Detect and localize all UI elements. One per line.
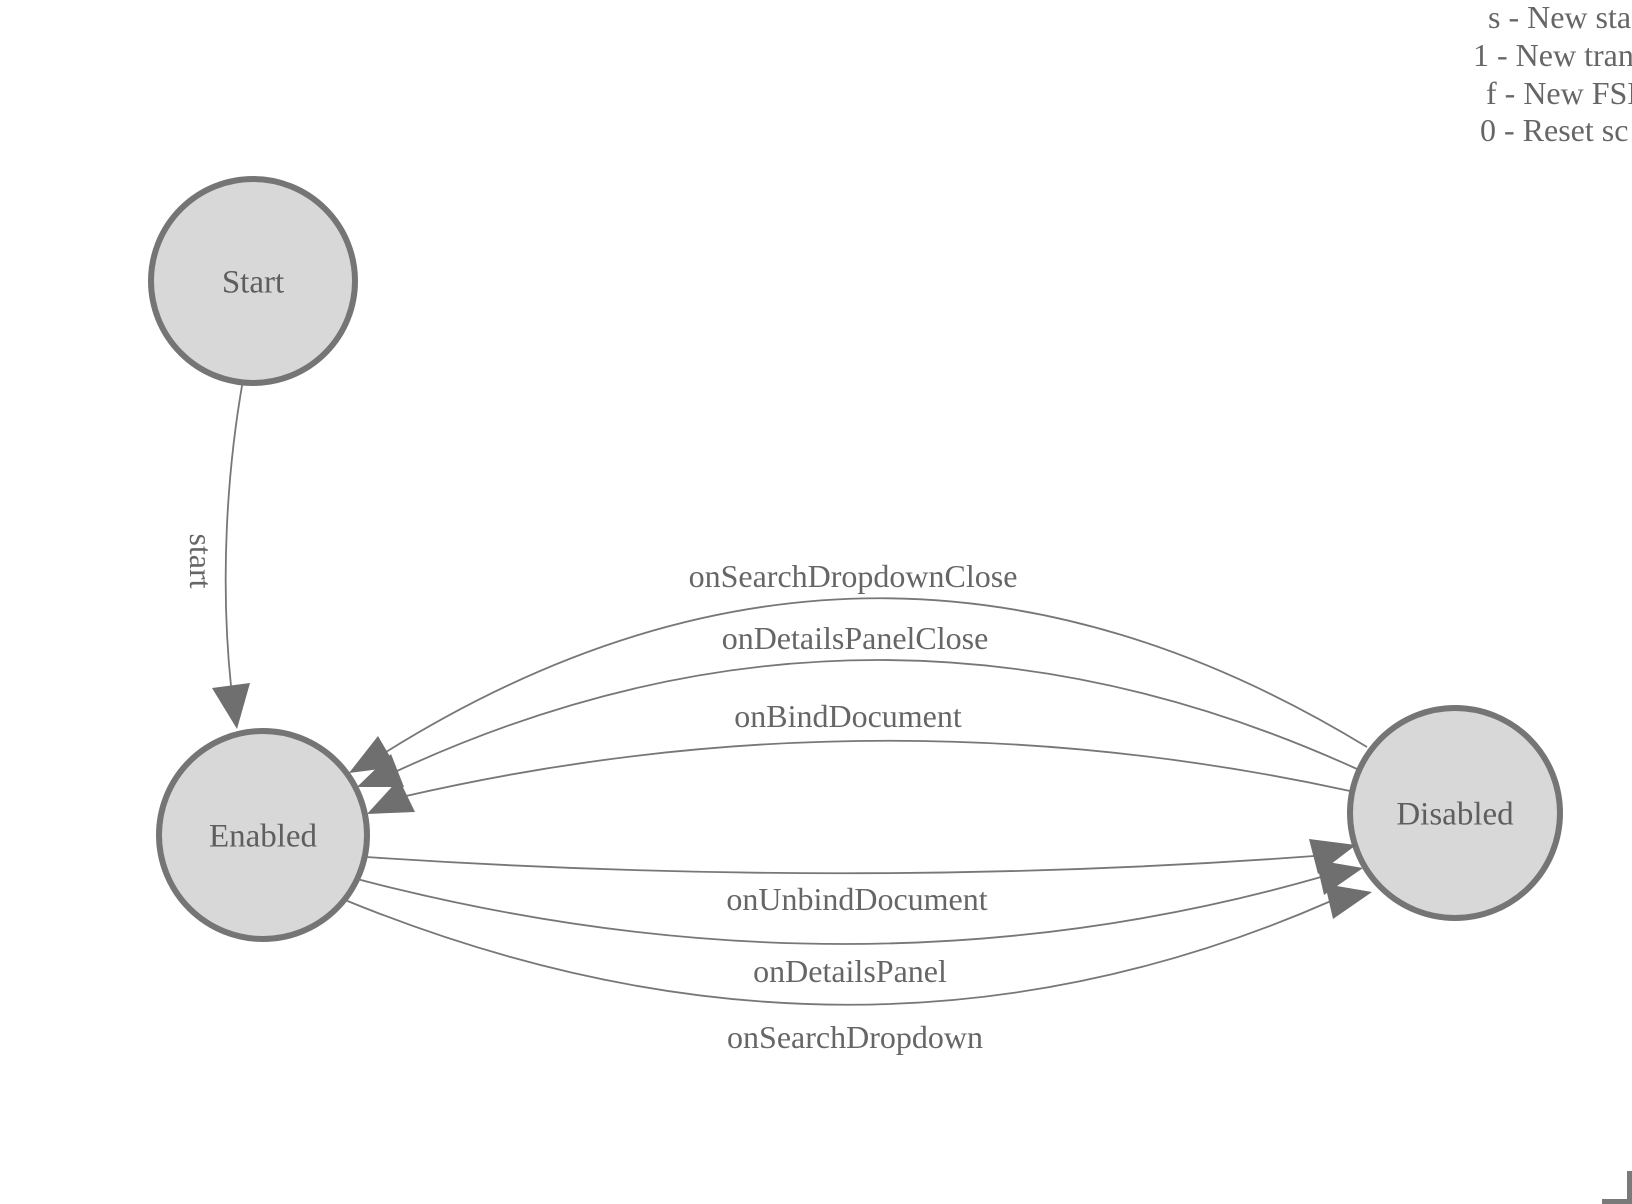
arrowhead-icon bbox=[1325, 884, 1372, 919]
transition-onSearchDropdown[interactable]: onSearchDropdown bbox=[344, 884, 1372, 1055]
transition-edge-onDetailsPanelClose[interactable] bbox=[396, 659, 1358, 772]
corner-widget bbox=[1602, 1171, 1632, 1204]
transition-label-onDetailsPanel[interactable]: onDetailsPanel bbox=[753, 953, 947, 989]
transition-label-start[interactable]: start bbox=[183, 533, 219, 588]
legend-line-reset: 0 - Reset sc bbox=[1480, 112, 1628, 148]
state-circle-enabled[interactable] bbox=[156, 728, 370, 942]
transition-label-onSearchDropdownClose[interactable]: onSearchDropdownClose bbox=[689, 558, 1018, 594]
state-label-enabled: Enabled bbox=[209, 819, 318, 855]
transition-edge-onSearchDropdown[interactable] bbox=[344, 899, 1332, 1006]
arrowhead-icon bbox=[367, 779, 415, 814]
transition-edge-onDetailsPanel[interactable] bbox=[356, 876, 1322, 945]
legend-line-new-fsm: f - New FSM bbox=[1486, 75, 1632, 111]
corner-widget-vertical-edge bbox=[1627, 1171, 1632, 1204]
state-node-disabled[interactable]: Disabled bbox=[1347, 705, 1563, 921]
transition-onDetailsPanelClose[interactable]: onDetailsPanelClose bbox=[357, 620, 1358, 787]
transition-onSearchDropdownClose[interactable]: onSearchDropdownClose bbox=[349, 558, 1368, 773]
transition-edge-start[interactable] bbox=[224, 379, 244, 687]
transition-edge-onSearchDropdownClose[interactable] bbox=[385, 597, 1368, 753]
corner-widget-horizontal-edge bbox=[1602, 1199, 1632, 1204]
state-circle-start[interactable] bbox=[148, 176, 358, 386]
transition-label-onDetailsPanelClose[interactable]: onDetailsPanelClose bbox=[722, 620, 989, 656]
state-node-enabled[interactable]: Enabled bbox=[156, 728, 370, 942]
legend-line-new-transition: 1 - New tran bbox=[1473, 37, 1632, 73]
state-circle-disabled[interactable] bbox=[1347, 705, 1563, 921]
transition-edge-onBindDocument[interactable] bbox=[405, 739, 1351, 797]
arrowhead-icon bbox=[357, 754, 404, 787]
transition-onDetailsPanel[interactable]: onDetailsPanel bbox=[356, 860, 1363, 989]
transition-edge-onUnbindDocument[interactable] bbox=[365, 855, 1315, 875]
shortcut-legend: s - New sta 1 - New tran f - New FSM 0 -… bbox=[1473, 0, 1632, 148]
state-label-start: Start bbox=[222, 265, 284, 301]
legend-line-new-state: s - New sta bbox=[1488, 0, 1631, 35]
arrowhead-icon bbox=[212, 683, 250, 729]
state-label-disabled: Disabled bbox=[1396, 797, 1514, 833]
transition-label-onUnbindDocument[interactable]: onUnbindDocument bbox=[726, 881, 987, 917]
transition-label-onBindDocument[interactable]: onBindDocument bbox=[734, 698, 962, 734]
transition-start[interactable]: start bbox=[183, 379, 250, 729]
state-node-start[interactable]: Start bbox=[148, 176, 358, 386]
transition-onBindDocument[interactable]: onBindDocument bbox=[367, 698, 1351, 814]
transition-label-onSearchDropdown[interactable]: onSearchDropdown bbox=[727, 1019, 983, 1055]
